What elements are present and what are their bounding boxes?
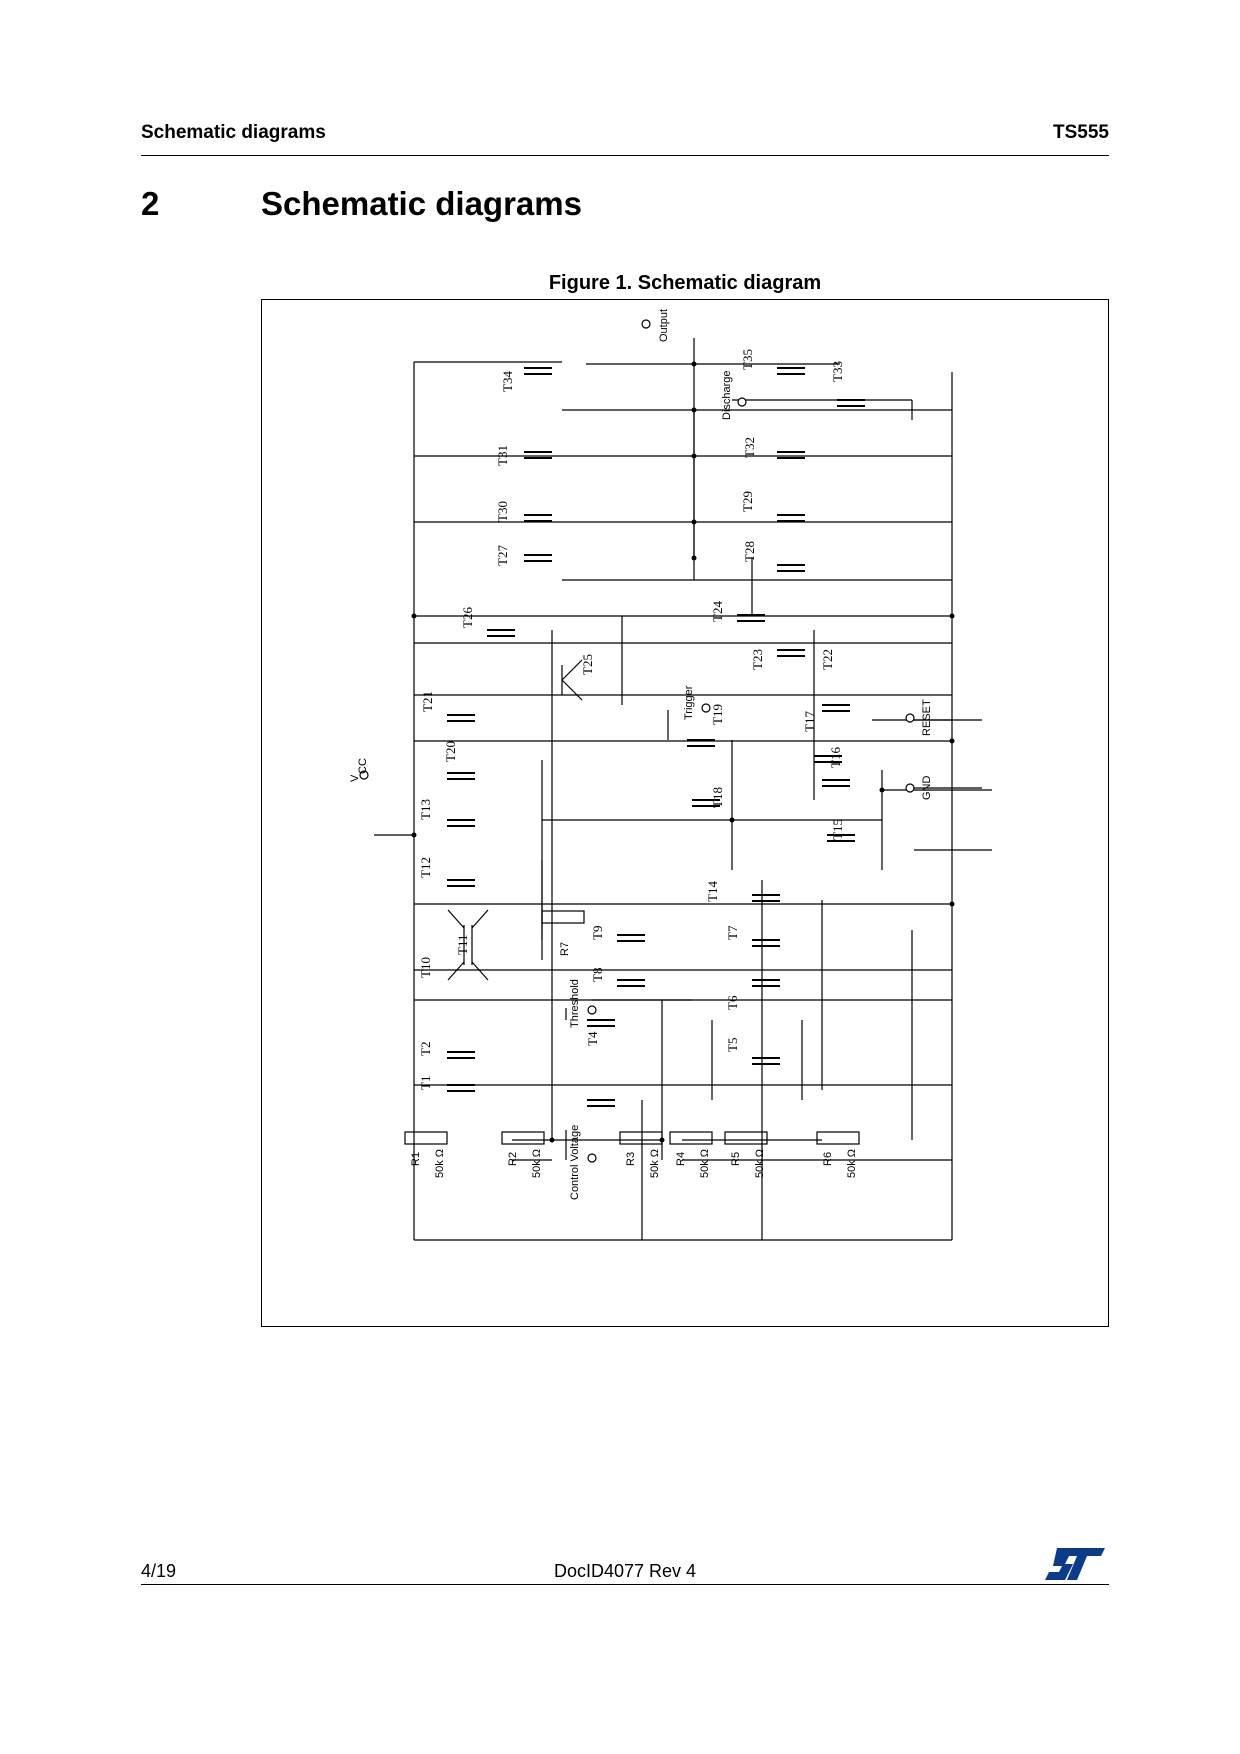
resistor-label-r7: R7 bbox=[559, 942, 571, 956]
transistor-label-t34: T34 bbox=[500, 371, 515, 392]
schematic-diagram: Output Discharge Trigger RESET GND V CC … bbox=[349, 309, 992, 1241]
pin-label-trigger: Trigger bbox=[683, 685, 695, 720]
transistor-label-t30: T30 bbox=[495, 501, 510, 522]
transistor-label-t7: T7 bbox=[725, 925, 740, 940]
transistor-label-t25: T25 bbox=[580, 654, 595, 675]
pin-label-output: Output bbox=[658, 309, 670, 342]
transistor-label-t16: T16 bbox=[828, 747, 843, 768]
resistor-label-r4: R4 bbox=[675, 1152, 687, 1166]
transistor-label-t26: T26 bbox=[460, 607, 475, 628]
pin-label-reset: RESET bbox=[921, 699, 933, 736]
figure-caption: Figure 1. Schematic diagram bbox=[548, 272, 822, 294]
footer-rule bbox=[141, 1584, 1109, 1585]
transistor-label-t24: T24 bbox=[710, 601, 725, 622]
transistor-label-t35: T35 bbox=[740, 349, 755, 370]
pin-label-gnd: GND bbox=[921, 776, 933, 801]
resistor-label-r3: R3 bbox=[625, 1152, 637, 1166]
pin-label-threshold: Threshold bbox=[569, 979, 581, 1028]
transistor-label-t19: T19 bbox=[710, 704, 725, 725]
resistor-label-r6: R6 bbox=[822, 1152, 834, 1166]
document-id: DocID4077 Rev 4 bbox=[553, 1561, 697, 1581]
page-header-left: Schematic diagrams bbox=[141, 122, 326, 143]
transistor-label-t1: T1 bbox=[418, 1076, 433, 1090]
transistor-label-t6: T6 bbox=[725, 995, 740, 1010]
transistor-label-t15: T15 bbox=[830, 819, 845, 840]
transistor-label-t31: T31 bbox=[495, 445, 510, 466]
transistor-label-t4: T4 bbox=[585, 1031, 600, 1046]
resistor-value-r4: 50k Ω bbox=[699, 1149, 711, 1178]
transistor-label-t9: T9 bbox=[590, 926, 605, 940]
transistor-label-t22: T22 bbox=[820, 649, 835, 670]
transistor-label-t29: T29 bbox=[740, 491, 755, 512]
transistor-label-t8: T8 bbox=[590, 968, 605, 982]
transistor-label-t23: T23 bbox=[750, 649, 765, 670]
pin-label-vcc: V bbox=[349, 774, 361, 782]
section-title: Schematic diagrams bbox=[261, 185, 582, 222]
resistor-value-r6: 50k Ω bbox=[846, 1149, 858, 1178]
pin-label-control-voltage: Control Voltage bbox=[569, 1125, 581, 1200]
transistor-label-t12: T12 bbox=[418, 857, 433, 878]
resistor-value-r1: 50k Ω bbox=[434, 1149, 446, 1178]
transistor-label-t18: T18 bbox=[710, 787, 725, 808]
section-number: 2 bbox=[141, 185, 160, 222]
transistor-label-t20: T20 bbox=[443, 741, 458, 762]
transistor-label-t27: T27 bbox=[495, 545, 510, 566]
resistor-label-r5: R5 bbox=[730, 1152, 742, 1166]
transistor-label-t32: T32 bbox=[742, 437, 757, 458]
resistor-value-r3: 50k Ω bbox=[649, 1149, 661, 1178]
transistor-label-t11: T11 bbox=[455, 935, 470, 955]
transistor-label-t5: T5 bbox=[725, 1038, 740, 1052]
transistor-label-t2: T2 bbox=[418, 1042, 433, 1056]
resistor-value-r2: 50k Ω bbox=[531, 1149, 543, 1178]
transistor-label-t10: T10 bbox=[418, 957, 433, 978]
transistor-label-t28: T28 bbox=[742, 541, 757, 562]
resistor-label-r2: R2 bbox=[507, 1152, 519, 1166]
pin-label-discharge: Discharge bbox=[721, 370, 733, 420]
header-rule bbox=[141, 155, 1109, 156]
transistor-label-t13: T13 bbox=[418, 799, 433, 820]
transistor-label-t21: T21 bbox=[420, 691, 435, 712]
resistor-label-r1: R1 bbox=[410, 1152, 422, 1166]
pin-label-vcc-sub: CC bbox=[357, 758, 369, 774]
transistor-label-t33: T33 bbox=[830, 361, 845, 382]
resistor-value-r5: 50k Ω bbox=[754, 1149, 766, 1178]
page-header-right: TS555 bbox=[1053, 122, 1109, 143]
page-number: 4/19 bbox=[141, 1561, 177, 1581]
st-logo-icon bbox=[1045, 1548, 1105, 1580]
transistor-label-t14: T14 bbox=[705, 881, 720, 902]
figure-frame: Output Discharge Trigger RESET GND V CC … bbox=[261, 299, 1109, 1327]
transistor-label-t17: T17 bbox=[802, 711, 817, 732]
